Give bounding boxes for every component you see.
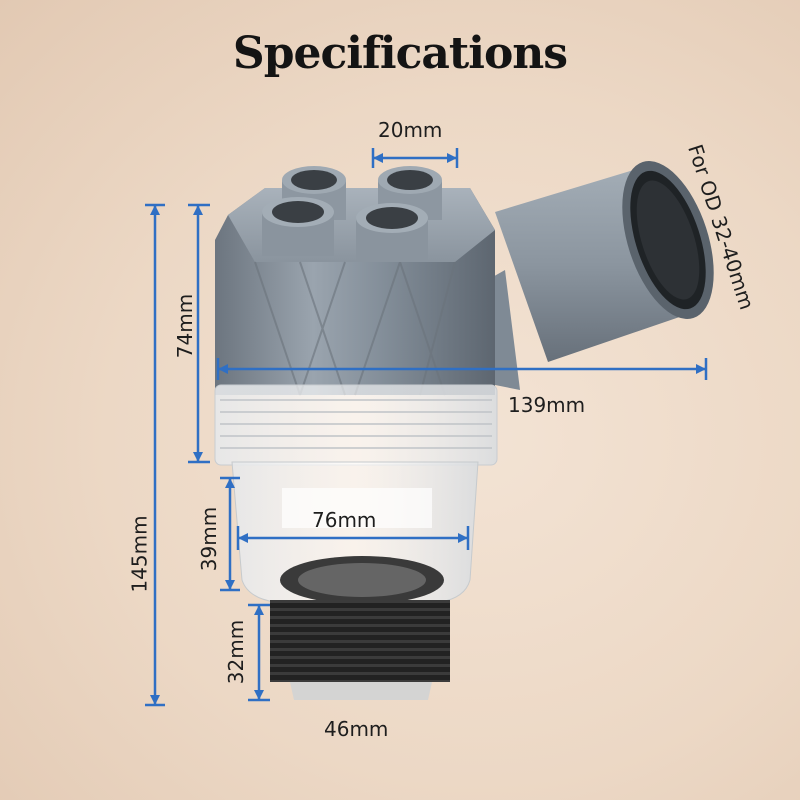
upper-height-label: 74mm [173,293,198,359]
thread-diameter-label: 46mm [324,717,389,741]
dimension-arrowheads [150,153,706,705]
thread-height-label: 32mm [224,619,249,685]
clear-bowl [231,461,479,604]
bowl-width-label: 76mm [312,508,377,532]
bowl-height-label: 39mm [197,506,222,572]
clear-collar [214,384,498,466]
inlet-ports [262,166,442,262]
threaded-outlet [270,600,450,700]
port-spacing-label: 20mm [378,118,443,142]
total-height-label: 145mm [127,515,152,593]
dimension-lines [145,148,708,707]
outlet-pipe [452,161,714,390]
page-title: Specifications [232,28,568,79]
total-width-label: 139mm [508,393,586,417]
filter-head [215,188,495,396]
